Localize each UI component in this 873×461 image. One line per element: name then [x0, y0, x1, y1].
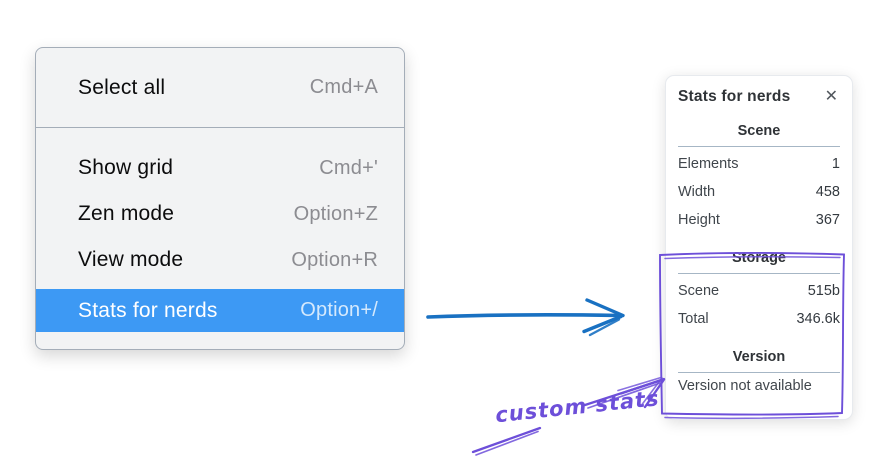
stat-value: 346.6k	[796, 311, 840, 327]
menu-item-label: Show grid	[78, 156, 174, 179]
close-icon[interactable]: ✕	[824, 88, 838, 105]
menu-item-stats-for-nerds[interactable]: Stats for nerds Option+/	[36, 289, 404, 332]
menu-item-label: Select all	[78, 75, 166, 99]
stat-value: 458	[815, 184, 840, 200]
section-header: Scene	[737, 123, 781, 139]
menu-item-show-grid[interactable]: Show grid Cmd+'	[36, 145, 404, 191]
stat-label: Width	[678, 184, 716, 200]
menu-item-label: View mode	[78, 248, 184, 271]
menu-item-shortcut: Cmd+'	[319, 156, 378, 179]
stats-section-version: Version Version not available	[678, 349, 840, 394]
menu-item-shortcut: Cmd+A	[309, 76, 378, 98]
menu-separator	[36, 127, 404, 128]
stats-panel-titlebar: Stats for nerds ✕	[678, 87, 840, 107]
menu-item-select-all[interactable]: Select all Cmd+A	[36, 48, 404, 127]
stat-row-width: Width 458	[678, 178, 840, 206]
menu-item-view-mode[interactable]: View mode Option+R	[36, 237, 404, 283]
section-divider	[678, 273, 840, 274]
stats-panel: Stats for nerds ✕ Scene Elements 1 Width…	[665, 75, 853, 420]
menu-item-label: Zen mode	[78, 202, 175, 225]
menu-item-label: Stats for nerds	[78, 298, 218, 322]
menu-item-shortcut: Option+Z	[293, 202, 378, 225]
stat-value: 1	[831, 156, 840, 172]
stat-label: Total	[678, 311, 709, 327]
stats-section-scene: Scene Elements 1 Width 458 Height 367	[678, 123, 840, 234]
stats-panel-title: Stats for nerds	[678, 88, 791, 105]
menu-item-shortcut: Option+/	[300, 299, 378, 321]
section-divider	[678, 372, 840, 373]
stat-row-height: Height 367	[678, 206, 840, 234]
stat-value: 367	[815, 212, 840, 228]
context-menu: Select all Cmd+A Show grid Cmd+' Zen mod…	[35, 47, 405, 350]
menu-group: Show grid Cmd+' Zen mode Option+Z View m…	[36, 128, 404, 332]
stat-row-elements: Elements 1	[678, 150, 840, 178]
stat-label: Height	[678, 212, 720, 228]
stat-value: 515b	[807, 283, 840, 299]
stats-section-storage: Storage Scene 515b Total 346.6k	[678, 250, 840, 333]
stat-label: Scene	[678, 283, 720, 299]
menu-item-zen-mode[interactable]: Zen mode Option+Z	[36, 191, 404, 237]
section-header: Version	[732, 349, 786, 365]
section-header: Storage	[732, 250, 786, 266]
menu-item-shortcut: Option+R	[291, 248, 378, 271]
stat-label: Elements	[678, 156, 739, 172]
version-note: Version not available	[678, 378, 812, 394]
stat-row-total-storage: Total 346.6k	[678, 305, 840, 333]
annotation-label: custom stats	[494, 386, 661, 428]
stat-row-scene-storage: Scene 515b	[678, 277, 840, 305]
section-divider	[678, 146, 840, 147]
flow-arrow-icon	[426, 298, 625, 337]
